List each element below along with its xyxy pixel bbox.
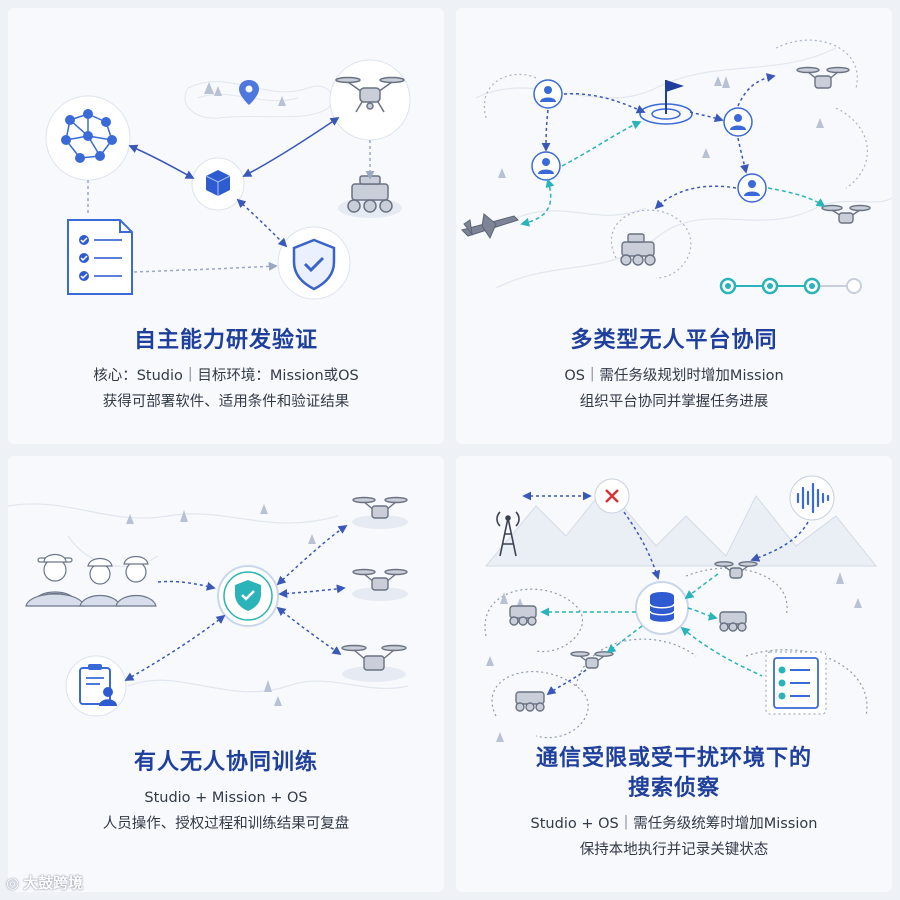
watermark-logo-icon: ◎ xyxy=(6,874,20,892)
illustration-multi-platform xyxy=(461,39,892,295)
drone-icon xyxy=(341,644,407,682)
panel-line-2: 人员操作、授权过程和训练结果可复盘 xyxy=(102,816,350,832)
illustration-degraded-comms xyxy=(484,475,878,742)
shield-check-icon xyxy=(217,565,279,627)
panel-title-line-1: 通信受限或受干扰环境下的 xyxy=(535,746,812,771)
personnel-group-icon xyxy=(25,553,157,607)
panel-title: 自主能力研发验证 xyxy=(133,328,318,353)
user-node-icon xyxy=(723,107,753,137)
user-node-icon xyxy=(533,79,563,109)
tree-icon xyxy=(204,82,286,106)
panel-title: 多类型无人平台协同 xyxy=(570,328,778,353)
fixed-wing-aircraft-icon xyxy=(461,213,519,240)
user-node-icon xyxy=(531,151,561,181)
panel-line-1: Studio + OS｜需任务级统筹时增加Mission xyxy=(530,816,818,832)
network-graph-icon xyxy=(45,95,131,181)
blocked-x-icon xyxy=(594,478,630,514)
panel-line-1: OS｜需任务级规划时增加Mission xyxy=(564,368,784,384)
panel-title: 有人无人协同训练 xyxy=(133,750,318,775)
panel-multi-platform: 多类型无人平台协同 OS｜需任务级规划时增加Mission 组织平台协同并掌握任… xyxy=(456,8,892,444)
tree-icon xyxy=(498,76,824,178)
panel-line-2: 保持本地执行并记录关键状态 xyxy=(579,842,769,858)
drone-icon xyxy=(329,59,411,141)
clipboard-user-icon xyxy=(65,655,127,717)
panel-line-2: 组织平台协同并掌握任务进展 xyxy=(579,394,769,410)
drone-icon xyxy=(821,204,871,224)
drone-icon xyxy=(796,66,850,89)
radio-tower-icon xyxy=(496,511,520,557)
illustration-training xyxy=(8,496,409,717)
panel-degraded-comms-search: 通信受限或受干扰环境下的 搜索侦察 Studio + OS｜需任务级统筹时增加M… xyxy=(456,456,892,892)
rover-icon xyxy=(719,611,747,632)
watermark: ◎大鼓跨境 xyxy=(6,872,83,893)
tree-icon xyxy=(126,504,316,706)
user-node-icon xyxy=(737,173,767,203)
panel-autonomy-dev: 自主能力研发验证 核心：Studio｜目标环境：Mission或OS 获得可部署… xyxy=(8,8,444,444)
drone-icon xyxy=(352,496,408,529)
flag-target-icon xyxy=(639,80,693,125)
audio-wave-icon xyxy=(789,475,835,521)
rover-icon xyxy=(509,605,537,626)
rover-icon xyxy=(515,691,545,712)
illustration-autonomy-dev xyxy=(45,59,411,300)
shield-check-icon xyxy=(277,226,351,300)
drone-icon xyxy=(352,568,408,601)
panel-line-1: 核心：Studio｜目标环境：Mission或OS xyxy=(93,368,359,384)
rover-icon xyxy=(338,175,402,218)
cube-icon xyxy=(191,157,245,211)
watermark-text: 大鼓跨境 xyxy=(23,874,84,892)
drone-icon xyxy=(714,561,758,579)
location-pin-icon xyxy=(239,80,259,105)
rover-icon xyxy=(620,233,656,266)
panel-line-2: 获得可部署软件、适用条件和验证结果 xyxy=(102,394,350,410)
panel-line-1: Studio + Mission + OS xyxy=(144,790,308,806)
progress-steps-icon xyxy=(719,277,862,295)
checklist-icon xyxy=(765,651,827,715)
checklist-document-icon xyxy=(67,219,133,295)
panel-title-line-2: 搜索侦察 xyxy=(627,776,720,801)
panel-manned-unmanned-training: 有人无人协同训练 Studio + Mission + OS 人员操作、授权过程… xyxy=(8,456,444,892)
drone-icon xyxy=(570,651,614,669)
database-icon xyxy=(635,581,689,635)
